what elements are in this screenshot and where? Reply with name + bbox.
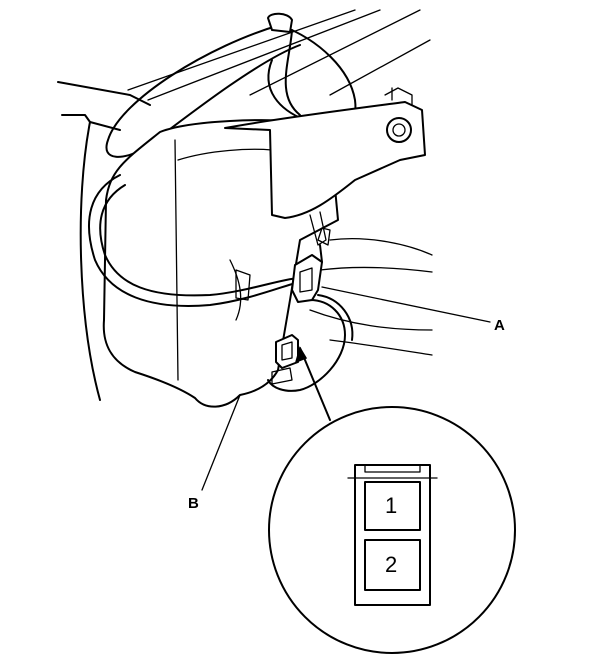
pin-label-2: 2 [385, 552, 397, 577]
connector-a [291, 227, 331, 303]
leader-line-a [321, 286, 491, 323]
body-panel [57, 9, 433, 401]
leader-line-b [201, 394, 241, 491]
callout-label-a: A [494, 317, 505, 334]
pin-cavity-2 [364, 539, 421, 591]
wire-harness-lower [88, 174, 354, 392]
mounting-bracket [224, 87, 426, 246]
pin-cavity-1 [364, 481, 421, 531]
pin-label-1: 1 [385, 493, 397, 518]
connector-detail-view: 1 2 [268, 406, 516, 654]
connector-b [271, 334, 299, 385]
detail-view-arrow [294, 346, 308, 364]
detail-view-leader [299, 347, 331, 421]
callout-label-b: B [188, 495, 199, 512]
